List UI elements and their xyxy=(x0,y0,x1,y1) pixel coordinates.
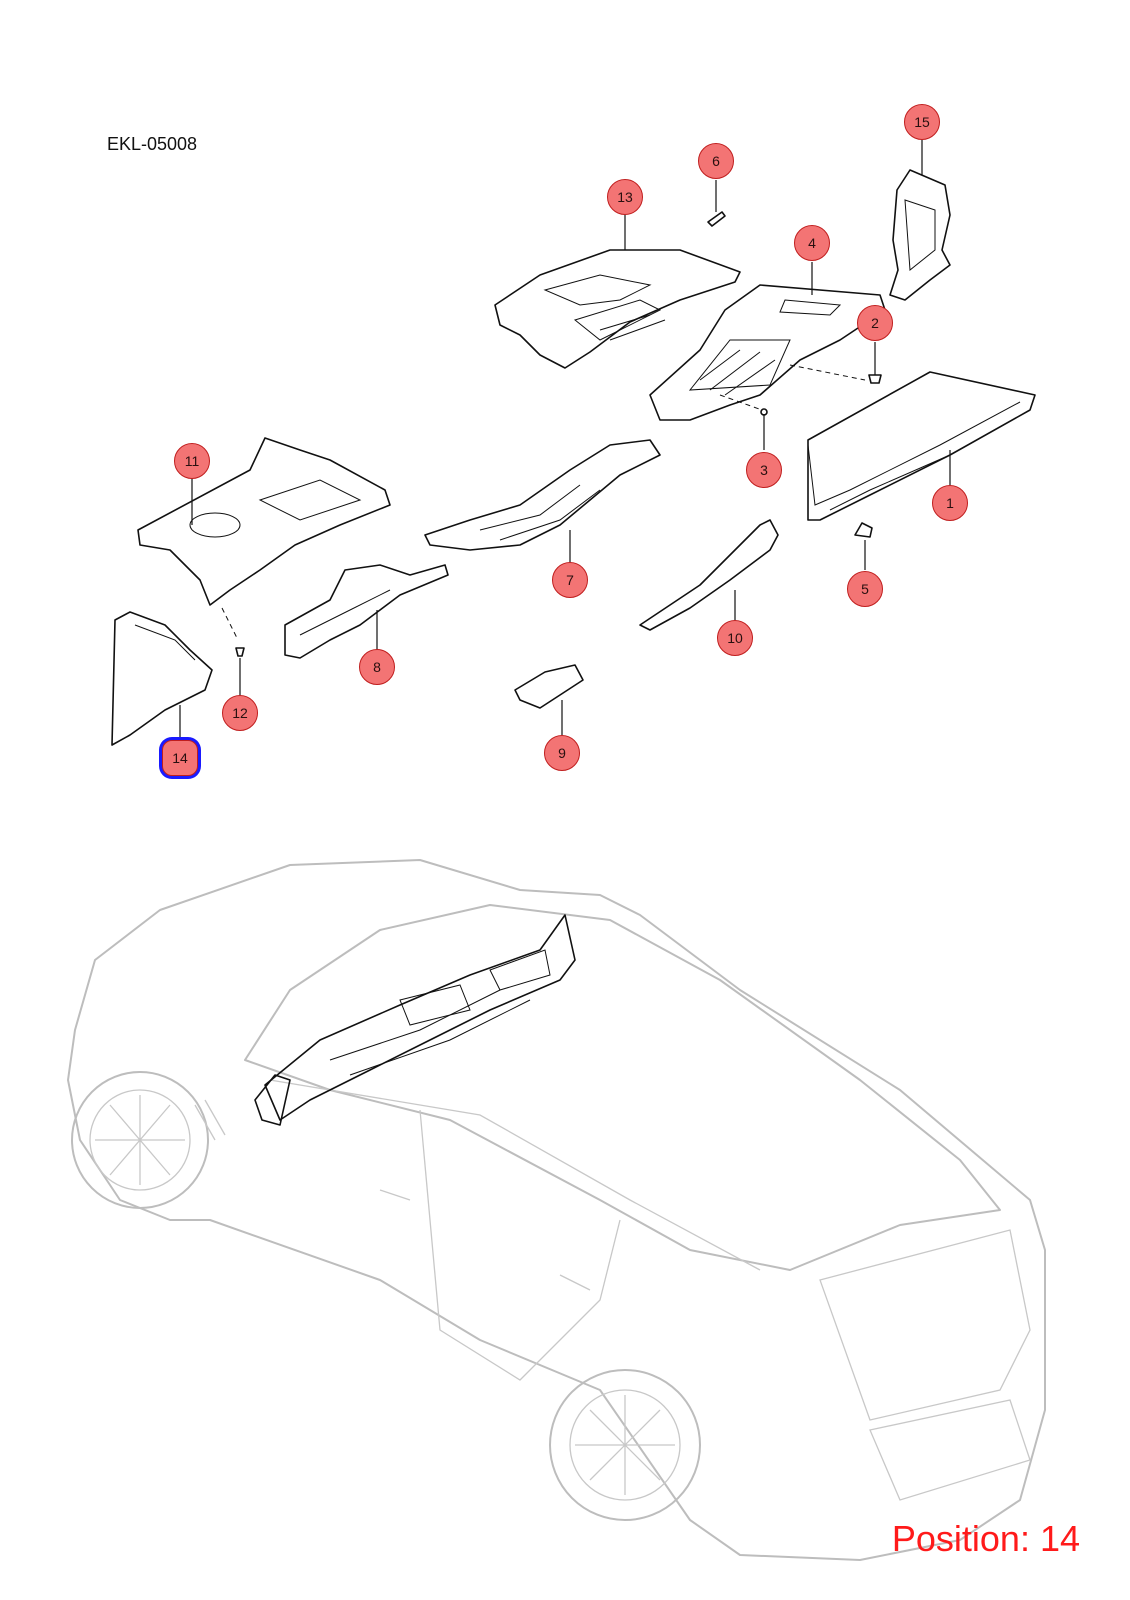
part-3-screw xyxy=(760,408,768,450)
part-5-cap xyxy=(854,522,873,570)
position-label: Position: 14 xyxy=(891,1518,1080,1559)
callout-12[interactable]: 12 xyxy=(222,695,258,731)
installed-dashboard xyxy=(254,914,576,1126)
callout-14[interactable]: 14 xyxy=(162,740,198,776)
part-2-screw xyxy=(868,342,882,384)
part-10-pillar-trim xyxy=(639,519,779,631)
callout-2[interactable]: 2 xyxy=(857,305,893,341)
part-7-crossbar xyxy=(424,439,661,562)
part-13-cover-panel xyxy=(494,215,741,369)
part-8-lower-bracket xyxy=(284,564,449,659)
car-outline xyxy=(67,859,1046,1561)
callout-15[interactable]: 15 xyxy=(904,104,940,140)
callout-7[interactable]: 7 xyxy=(552,562,588,598)
callout-4[interactable]: 4 xyxy=(794,225,830,261)
callout-3[interactable]: 3 xyxy=(746,452,782,488)
part-14-side-panel xyxy=(111,611,213,746)
callout-13[interactable]: 13 xyxy=(607,179,643,215)
part-9-trim xyxy=(514,664,584,735)
callout-11[interactable]: 11 xyxy=(174,443,210,479)
callout-10[interactable]: 10 xyxy=(717,620,753,656)
callout-8[interactable]: 8 xyxy=(359,649,395,685)
part-1-glove-box xyxy=(807,371,1036,521)
callout-1[interactable]: 1 xyxy=(932,485,968,521)
callout-6[interactable]: 6 xyxy=(698,143,734,179)
callout-5[interactable]: 5 xyxy=(847,571,883,607)
part-11-carrier xyxy=(137,437,391,606)
document-code: EKL-05008 xyxy=(107,134,198,154)
part-6-clip xyxy=(707,180,726,227)
part-4-console-carrier xyxy=(649,262,886,421)
part-12-screw xyxy=(221,607,245,695)
callout-9[interactable]: 9 xyxy=(544,735,580,771)
part-15-bracket xyxy=(889,140,951,301)
